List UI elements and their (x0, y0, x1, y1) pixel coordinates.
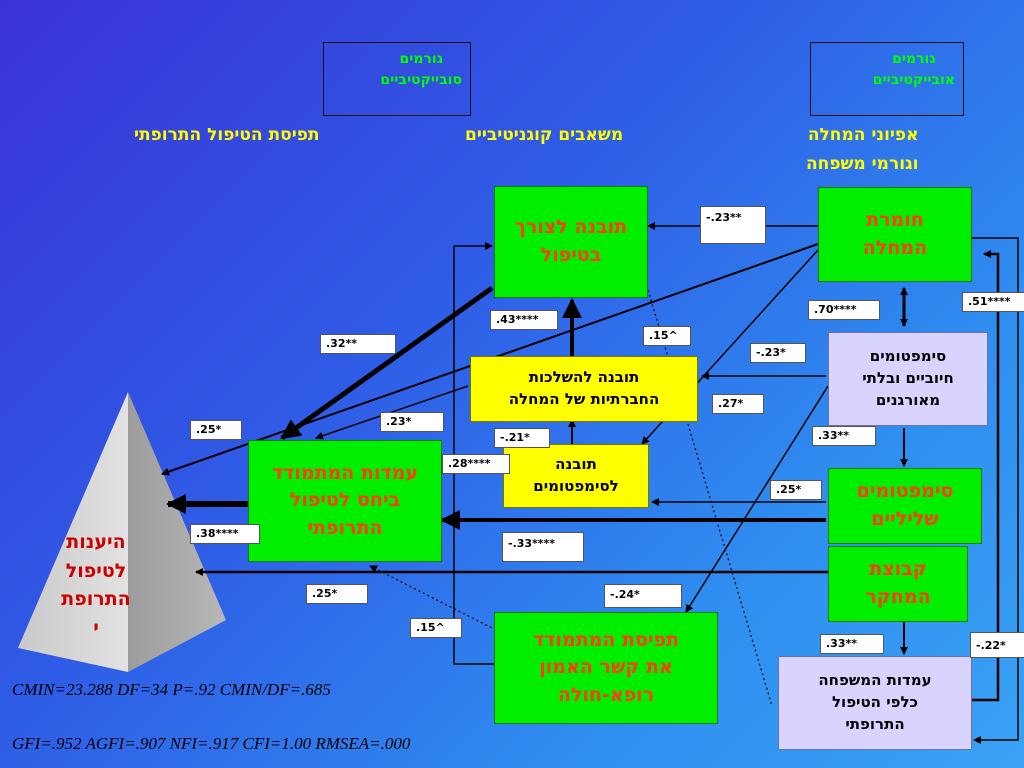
coef-dotted-bottom: .15^ (410, 618, 462, 638)
coef-family-severity: -.22* (970, 632, 1024, 658)
path-arrows (161, 222, 1019, 744)
node-negative-symptoms: סימפטומים שליליים (828, 468, 982, 544)
node-treatment-compliance: היענות לטיפול התרופת י (61, 531, 131, 639)
objective-factors-box: גורמים אובייקטיביים (810, 42, 964, 116)
objective-factors-label: גורמים אובייקטיביים (872, 51, 955, 88)
node-insight-social-consequences: תובנה להשלכות החברתיות של המחלה (470, 356, 698, 422)
coef-dotted-top: .15^ (643, 326, 691, 346)
coef-need-coping: .32** (320, 334, 396, 354)
coef-positive-negative: .33** (812, 426, 876, 446)
coef-social-coping: .23* (380, 412, 444, 432)
coef-severity-positive: .70**** (808, 300, 880, 320)
coef-social-insight-need: .43**** (490, 310, 558, 330)
coef-negative-symptoms-insight: .28**** (442, 454, 510, 474)
coef-negative-coping: -.33**** (502, 532, 584, 562)
node-coping-trust-perception: תפיסת המתמודד את קשר האמון רופא-חולה (494, 612, 718, 724)
node-coping-attitudes: עמדות המתמודד ביחס לטיפול התרופתי (248, 440, 442, 562)
fit-stats-line-2: GFI=.952 AGFI=.907 NFI=.917 CFI=1.00 RMS… (12, 734, 411, 753)
coef-severity-insight-need: -.23** (700, 206, 766, 244)
node-family-attitudes: עמדות המשפחה כלפי הטיפול התרופתי (778, 656, 972, 750)
coef-study-group-family: .33** (820, 634, 884, 654)
node-positive-symptoms: סימפטומים חיוביים ובלתי מאורגנים (828, 332, 988, 426)
coef-severity-compliance: .25* (190, 420, 242, 440)
subjective-factors-label: גורמים סובייקטיביים (380, 51, 462, 88)
heading-illness-characteristics: אפיוני המחלה וגורמי משפחה (806, 125, 919, 174)
coef-positive-social: -.23* (750, 343, 806, 363)
node-study-group: קבוצת המחקר (828, 546, 968, 622)
heading-cognitive-resources: משאבים קוגניטיביים (465, 125, 624, 145)
coef-study-group-perception: -.24* (604, 584, 682, 608)
subjective-factors-box: גורמים סובייקטיביים (323, 42, 471, 116)
coef-symptoms-social: -.21* (494, 428, 550, 448)
coef-study-group-compliance: .25* (306, 584, 368, 604)
coef-severity-family: .51**** (962, 292, 1024, 312)
coef-positive-perception: .27* (712, 394, 764, 414)
fit-stats-line-1: CMIN=23.288 DF=34 P=.92 CMIN/DF=.685 (12, 680, 331, 699)
node-insight-need-for-treatment: תובנה לצורך בטיפול (494, 186, 648, 298)
compliance-pyramid (18, 392, 226, 672)
node-insight-symptoms: תובנה לסימפטומים (503, 444, 649, 508)
heading-treatment-perception: תפיסת הטיפול התרופתי (134, 125, 320, 145)
coef-negative-insight-symptoms: .25* (770, 480, 822, 500)
node-illness-severity: חומרת המחלה (818, 187, 972, 282)
coef-coping-compliance: .38**** (190, 524, 260, 544)
